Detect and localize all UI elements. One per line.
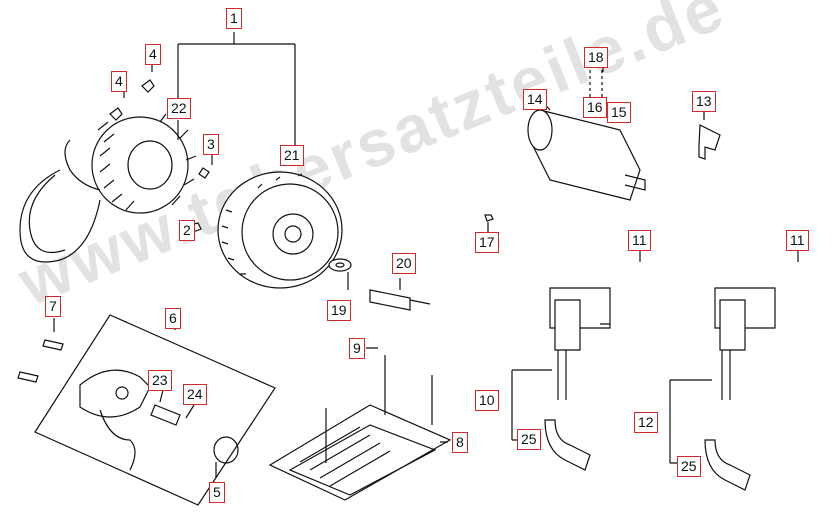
callout-1: 1 xyxy=(226,8,242,29)
pickup-sensor xyxy=(698,124,721,160)
callout-23: 23 xyxy=(148,370,172,391)
callout-12: 12 xyxy=(634,412,658,433)
callout-20: 20 xyxy=(392,253,416,274)
callout-4-bottom: 4 xyxy=(111,71,127,92)
callout-7: 7 xyxy=(45,296,61,317)
cdi-group-box xyxy=(34,314,276,506)
screw-4-top xyxy=(141,79,155,93)
callout-15: 15 xyxy=(607,102,631,123)
callout-14: 14 xyxy=(523,89,547,110)
screw-4-bottom xyxy=(109,107,123,121)
callout-11-left: 11 xyxy=(628,230,651,251)
callout-4-top: 4 xyxy=(145,44,161,65)
callout-22: 22 xyxy=(167,98,191,119)
washer xyxy=(328,258,352,272)
callout-11-right: 11 xyxy=(786,230,809,251)
group-1-bracket xyxy=(177,32,296,145)
callout-2: 2 xyxy=(179,220,195,241)
callout-25-right: 25 xyxy=(677,456,701,477)
callout-9: 9 xyxy=(349,338,365,359)
clip-17 xyxy=(484,214,494,222)
callout-16: 16 xyxy=(583,97,607,118)
callout-19: 19 xyxy=(327,300,351,321)
callout-18: 18 xyxy=(584,47,608,68)
callout-24: 24 xyxy=(183,384,207,405)
callout-3: 3 xyxy=(203,134,219,155)
callout-6: 6 xyxy=(165,308,181,329)
callout-5: 5 xyxy=(209,482,225,503)
callout-17: 17 xyxy=(475,232,499,253)
starter-motor xyxy=(527,70,646,201)
voltage-regulator xyxy=(268,355,452,501)
callout-10: 10 xyxy=(475,390,499,411)
callout-8: 8 xyxy=(452,432,468,453)
callout-25-left: 25 xyxy=(517,429,541,450)
flywheel xyxy=(217,171,343,289)
puller-bolt xyxy=(369,289,431,311)
ignition-coil-right xyxy=(669,287,776,491)
callout-13: 13 xyxy=(692,91,716,112)
stator-coil xyxy=(19,113,197,263)
bolt-3 xyxy=(198,167,210,179)
ignition-coil-left xyxy=(511,287,611,471)
callout-21: 21 xyxy=(280,145,304,166)
cdi-parts xyxy=(17,339,239,471)
